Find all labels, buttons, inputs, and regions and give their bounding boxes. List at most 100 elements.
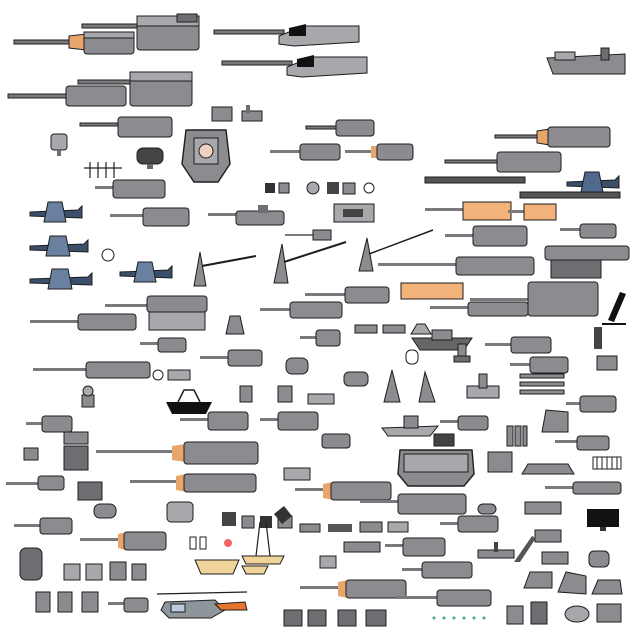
ammo-rack[interactable]	[505, 424, 529, 448]
lifeboat[interactable]	[164, 388, 214, 416]
rowboat[interactable]	[240, 520, 286, 566]
triple-gun-turret-large[interactable]	[13, 28, 139, 56]
twin-gun-turret-large[interactable]	[110, 206, 192, 228]
lifeboat[interactable]	[193, 554, 241, 580]
twin-gun-turret-long[interactable]	[130, 472, 260, 494]
twin-gun-turret-long[interactable]	[494, 125, 615, 149]
single-gun-turret[interactable]	[440, 414, 490, 432]
single-gun-turret[interactable]	[6, 474, 66, 492]
twin-gun-turret-large[interactable]	[81, 13, 204, 54]
triple-gun-turret-large[interactable]	[33, 360, 153, 380]
small-mount[interactable]	[318, 552, 338, 570]
single-gun-turret[interactable]	[284, 354, 310, 376]
single-gun-turret[interactable]	[140, 336, 188, 354]
orange-gun-shield[interactable]	[425, 200, 515, 222]
twin-gun-turret-large[interactable]	[395, 588, 495, 608]
single-gun-turret[interactable]	[522, 568, 554, 590]
twin-gun-turret-long[interactable]	[378, 255, 538, 277]
radar-antenna[interactable]	[82, 160, 124, 180]
single-gun-turret[interactable]	[90, 500, 120, 520]
searchlight[interactable]	[165, 498, 195, 526]
small-mount[interactable]	[240, 105, 264, 123]
twin-gun-turret-large[interactable]	[79, 115, 175, 139]
crane[interactable]	[190, 248, 260, 288]
small-mount[interactable]	[588, 325, 608, 351]
single-gun-turret[interactable]	[208, 205, 288, 227]
small-mount[interactable]	[505, 600, 625, 626]
ammo-rack[interactable]	[519, 372, 565, 400]
searchlight[interactable]	[48, 132, 70, 158]
twin-gun-turret-large[interactable]	[95, 178, 167, 200]
triple-gun-turret-large[interactable]	[96, 440, 261, 466]
ammo-rack[interactable]	[486, 450, 514, 474]
small-mount[interactable]	[415, 370, 439, 404]
single-gun-turret[interactable]	[305, 119, 376, 138]
radar-antenna[interactable]	[135, 146, 165, 170]
small-mount[interactable]	[380, 414, 440, 438]
monitor-screen[interactable]	[586, 508, 620, 532]
landing-craft[interactable]	[545, 47, 630, 78]
small-mount[interactable]	[299, 518, 410, 534]
crane[interactable]	[270, 240, 350, 285]
crane[interactable]	[355, 228, 435, 273]
mortar[interactable]	[600, 290, 628, 326]
small-mount[interactable]	[510, 534, 540, 564]
single-gun-turret[interactable]	[595, 352, 619, 372]
triple-gun-turret-large[interactable]	[7, 71, 198, 108]
twin-gun-turret-large[interactable]	[360, 492, 470, 516]
small-mount[interactable]	[34, 590, 102, 614]
twin-gun-turret-large[interactable]	[260, 300, 345, 320]
twin-gun-turret-large[interactable]	[470, 280, 600, 320]
ammo-rack[interactable]	[476, 502, 498, 516]
small-mount[interactable]	[220, 508, 295, 530]
triple-gun-turret-large[interactable]	[30, 312, 138, 332]
single-gun-turret[interactable]	[340, 368, 372, 388]
hangar-block[interactable]	[396, 446, 476, 488]
twin-gun-turret-long[interactable]	[221, 55, 372, 79]
twin-gun-turret-large[interactable]	[545, 480, 625, 496]
small-mount[interactable]	[238, 382, 298, 404]
twin-gun-turret-large[interactable]	[430, 300, 530, 318]
twin-gun-turret-large[interactable]	[544, 242, 631, 280]
small-mount[interactable]	[523, 496, 563, 516]
hangar-block[interactable]	[18, 546, 44, 582]
small-mount[interactable]	[452, 342, 472, 364]
single-gun-turret[interactable]	[585, 545, 613, 569]
hangar-block[interactable]	[76, 480, 104, 502]
hangar-block[interactable]	[282, 606, 390, 628]
orange-gun-shield[interactable]	[508, 202, 558, 222]
twin-gun-turret-long[interactable]	[80, 530, 170, 552]
carrier-aircraft[interactable]	[565, 166, 621, 196]
small-mount[interactable]	[306, 392, 336, 406]
single-gun-turret[interactable]	[300, 328, 342, 348]
rowboat[interactable]	[240, 562, 270, 576]
twin-gun-turret-large[interactable]	[260, 410, 320, 432]
carrier-aircraft[interactable]	[28, 232, 90, 258]
small-mount[interactable]	[380, 368, 404, 404]
twin-gun-turret-large[interactable]	[385, 536, 447, 558]
carrier-aircraft[interactable]	[118, 258, 174, 284]
small-mount[interactable]	[518, 458, 578, 478]
hangar-block[interactable]	[62, 430, 90, 472]
carrier-aircraft[interactable]	[28, 265, 94, 291]
ammo-rack[interactable]	[152, 368, 192, 382]
single-gun-turret[interactable]	[108, 596, 150, 614]
twin-gun-turret-long[interactable]	[213, 24, 364, 48]
twin-gun-turret-large[interactable]	[445, 224, 530, 248]
single-gun-turret[interactable]	[26, 414, 74, 434]
twin-gun-turret-long[interactable]	[444, 150, 565, 174]
small-mount[interactable]	[60, 560, 150, 584]
ammo-rack[interactable]	[424, 175, 526, 185]
helicopter[interactable]	[155, 588, 250, 624]
searchlight[interactable]	[100, 247, 116, 263]
twin-gun-turret-large[interactable]	[510, 355, 570, 375]
single-gun-turret[interactable]	[318, 432, 354, 450]
twin-gun-turret-large[interactable]	[402, 560, 474, 580]
twin-gun-turret-large[interactable]	[105, 295, 210, 332]
small-mount[interactable]	[533, 522, 563, 544]
hangar-block[interactable]	[333, 203, 375, 223]
small-mount[interactable]	[285, 228, 333, 242]
small-mount[interactable]	[78, 385, 98, 409]
twin-gun-turret-long[interactable]	[300, 578, 410, 600]
twin-gun-turret-large[interactable]	[270, 142, 342, 162]
